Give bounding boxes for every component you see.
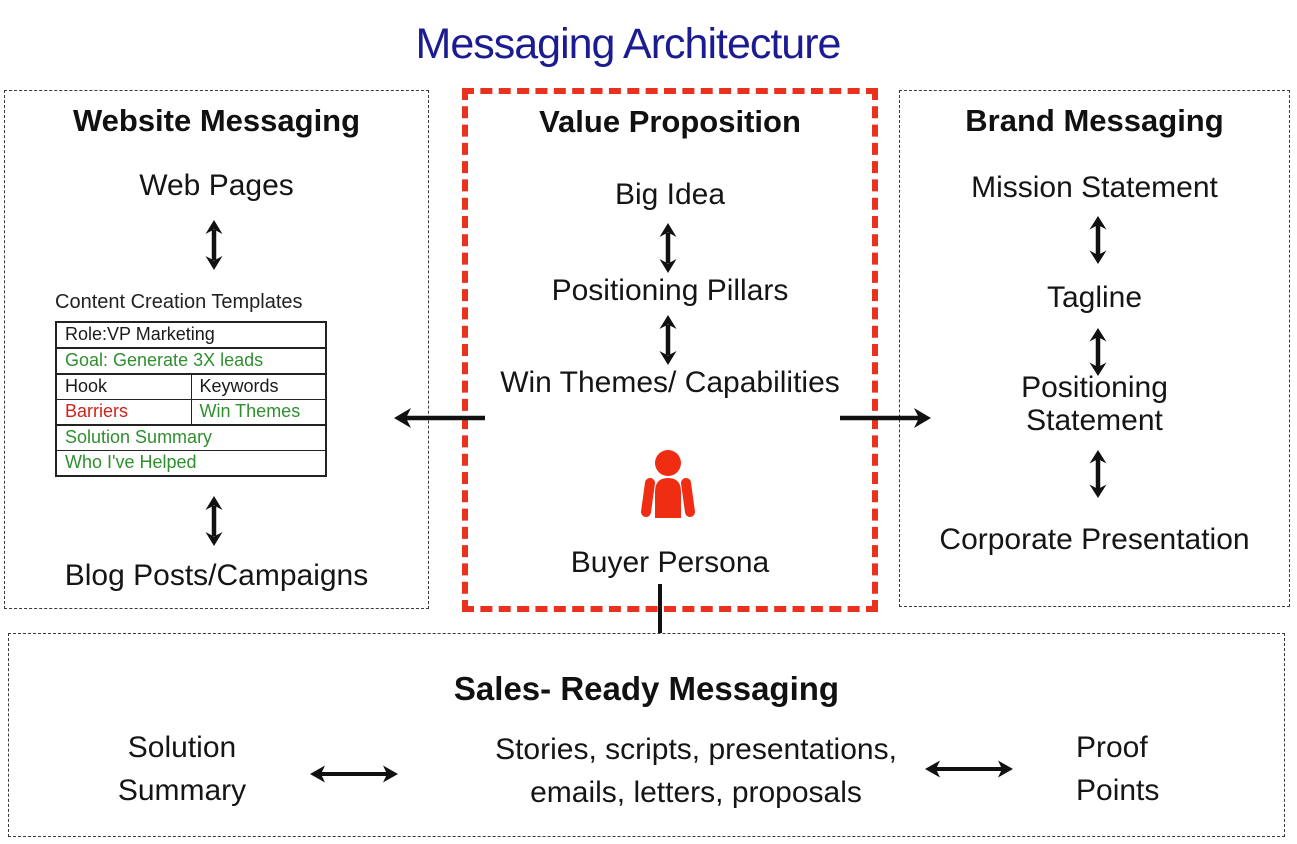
table-cell-keywords: Keywords	[190, 373, 326, 400]
double-arrow-vertical-icon	[1089, 450, 1107, 498]
double-arrow-vertical-icon	[1089, 216, 1107, 264]
solution-summary-node: Solution Summary	[67, 726, 297, 812]
sales-content-line2: emails, letters, proposals	[530, 776, 862, 809]
table-cell-who-ive-helped: Who I've Helped	[56, 450, 326, 476]
table-row: Goal: Generate 3X leads	[56, 347, 326, 374]
website-messaging-panel: Website Messaging Web Pages Content Crea…	[4, 90, 429, 609]
blog-posts-node: Blog Posts/Campaigns	[64, 559, 369, 592]
value-proposition-panel: Value Proposition Big Idea Positioning P…	[462, 88, 878, 612]
buyer-persona-node: Buyer Persona	[570, 546, 770, 579]
double-arrow-vertical-icon	[659, 315, 677, 365]
solution-summary-line2: Summary	[117, 774, 247, 807]
table-row: Hook Keywords	[56, 373, 326, 400]
person-icon	[641, 450, 695, 518]
table-row: Who I've Helped	[56, 450, 326, 476]
content-creation-template-table: Role:VP Marketing Goal: Generate 3X lead…	[55, 321, 327, 477]
table-cell-hook: Hook	[56, 373, 191, 400]
table-row: Role:VP Marketing	[56, 322, 326, 348]
positioning-statement-line2: Statement	[1026, 404, 1163, 437]
website-messaging-title: Website Messaging	[72, 103, 361, 138]
solution-summary-line1: Solution	[127, 731, 237, 764]
mission-statement-node: Mission Statement	[971, 171, 1218, 204]
positioning-statement-node: Positioning Statement	[900, 371, 1289, 437]
proof-points-line2: Points	[1076, 774, 1160, 807]
double-arrow-vertical-icon	[659, 223, 677, 273]
positioning-statement-line1: Positioning	[1021, 371, 1168, 404]
table-cell-barriers: Barriers	[56, 399, 191, 425]
double-arrow-horizontal-icon	[925, 760, 1013, 778]
sales-ready-messaging-panel: Sales- Ready Messaging Solution Summary …	[8, 633, 1285, 837]
win-themes-node: Win Themes/ Capabilities	[500, 366, 840, 399]
double-arrow-horizontal-icon	[310, 765, 398, 783]
web-pages-node: Web Pages	[139, 169, 294, 202]
table-cell-solution-summary: Solution Summary	[56, 424, 326, 451]
proof-points-line1: Proof	[1076, 731, 1148, 764]
double-arrow-vertical-icon	[1089, 328, 1107, 376]
arrow-right-icon	[840, 408, 931, 428]
content-creation-templates-label: Content Creation Templates	[55, 291, 303, 313]
positioning-pillars-node: Positioning Pillars	[551, 274, 789, 307]
big-idea-node: Big Idea	[614, 178, 726, 211]
double-arrow-vertical-icon	[205, 496, 223, 546]
corporate-presentation-node: Corporate Presentation	[939, 523, 1250, 556]
table-cell-win-themes: Win Themes	[190, 399, 326, 425]
brand-messaging-title: Brand Messaging	[965, 103, 1224, 138]
arrow-left-icon	[394, 408, 485, 428]
table-cell-role: Role:VP Marketing	[65, 324, 215, 344]
value-proposition-title: Value Proposition	[539, 104, 801, 139]
sales-content-node: Stories, scripts, presentations, emails,…	[446, 728, 946, 814]
table-row: Solution Summary	[56, 424, 326, 451]
table-cell-goal: Goal: Generate 3X leads	[56, 347, 326, 374]
sales-content-line1: Stories, scripts, presentations,	[495, 733, 897, 766]
tagline-node: Tagline	[1046, 281, 1143, 314]
double-arrow-vertical-icon	[205, 220, 223, 270]
proof-points-node: Proof Points	[1076, 726, 1159, 812]
brand-messaging-panel: Brand Messaging Mission Statement Taglin…	[899, 90, 1290, 607]
sales-ready-messaging-title: Sales- Ready Messaging	[453, 670, 840, 707]
page-title: Messaging Architecture	[415, 20, 842, 68]
table-row: Barriers Win Themes	[56, 399, 326, 425]
